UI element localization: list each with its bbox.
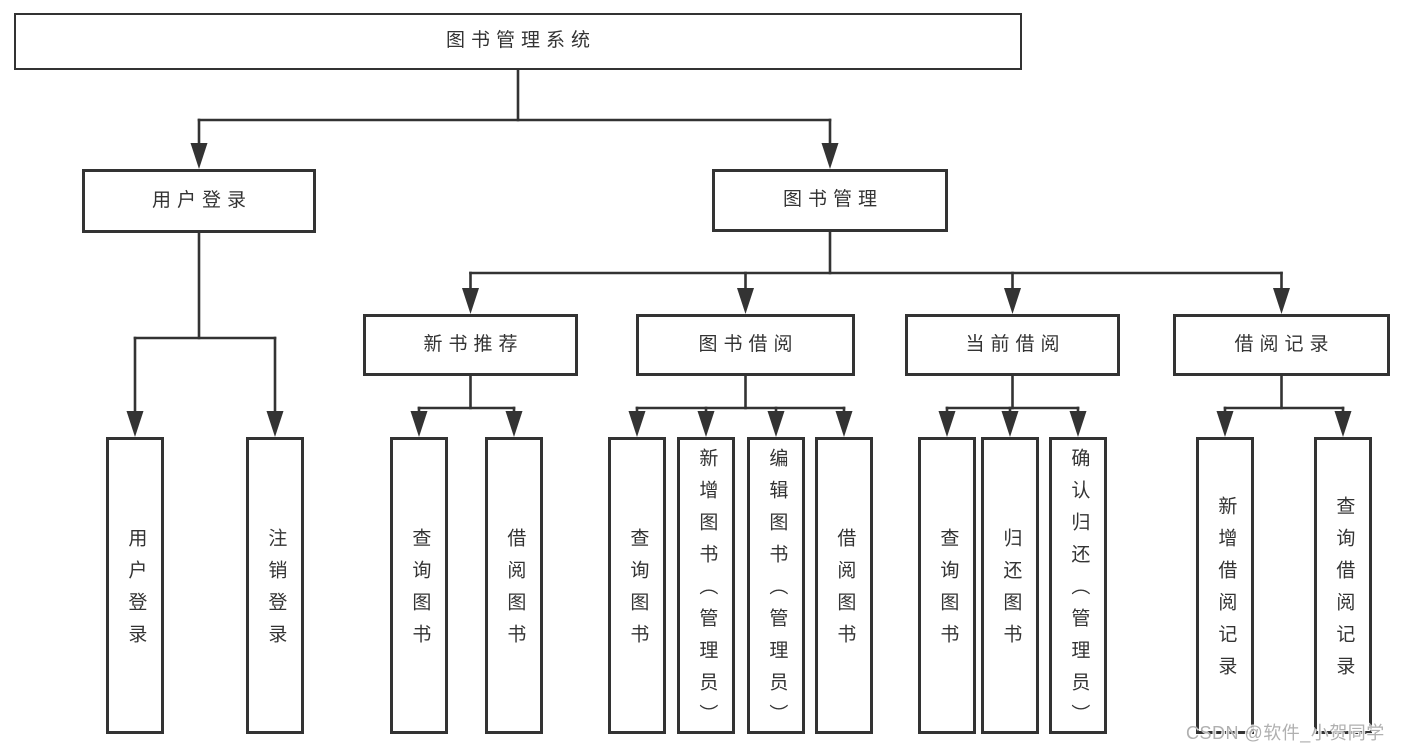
node-cur-confirm: 确认归还（管理员） <box>1049 437 1107 736</box>
node-nb-query: 查询图书 <box>390 437 448 734</box>
node-book-borrow: 图书借阅 <box>636 314 855 376</box>
node-borrow-records: 借阅记录 <box>1173 314 1390 376</box>
node-user-login: 用户登录 <box>106 437 164 734</box>
node-bw-query: 查询图书 <box>608 437 666 734</box>
node-root: 图书管理系统 <box>14 13 1022 70</box>
node-cur-return: 归还图书 <box>981 437 1039 734</box>
node-rec-add: 新增借阅记录 <box>1196 437 1254 734</box>
node-bw-add: 新增图书（管理员） <box>677 437 735 736</box>
node-current-borrow: 当前借阅 <box>905 314 1120 376</box>
node-cur-query: 查询图书 <box>918 437 976 734</box>
node-nb-borrow: 借阅图书 <box>485 437 543 734</box>
node-mgmt: 图书管理 <box>712 169 948 232</box>
node-login: 用户登录 <box>82 169 316 233</box>
node-bw-borrow: 借阅图书 <box>815 437 873 734</box>
node-logout: 注销登录 <box>246 437 304 734</box>
node-rec-query: 查询借阅记录 <box>1314 437 1372 734</box>
node-bw-edit: 编辑图书（管理员） <box>747 437 805 736</box>
node-new-book: 新书推荐 <box>363 314 578 376</box>
watermark: CSDN @软件_小贺同学 <box>1186 723 1385 743</box>
